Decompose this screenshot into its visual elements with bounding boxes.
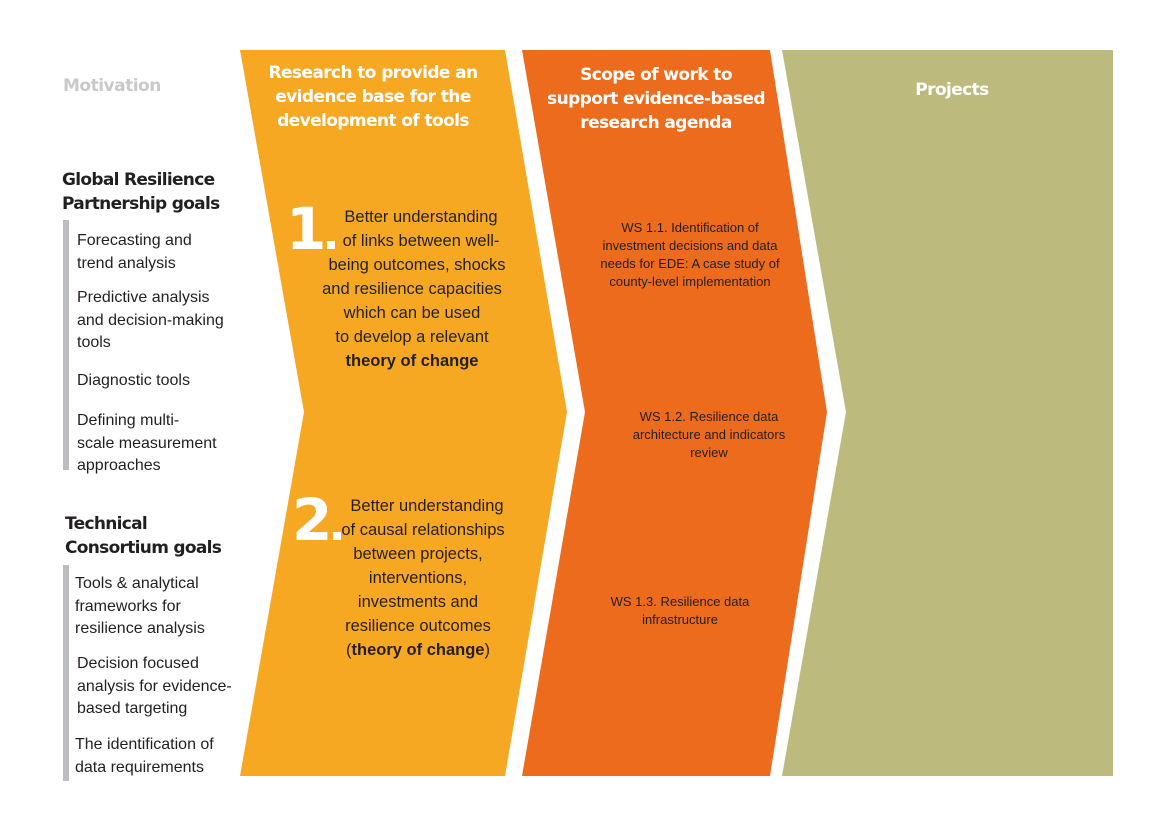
tc-goal-item: The identification of data requirements bbox=[75, 734, 214, 779]
point-line: of causal relationships bbox=[341, 521, 505, 539]
tc-goal-line: Tools & analytical bbox=[75, 575, 199, 592]
research-title-line: evidence base for the bbox=[275, 87, 471, 107]
gr-goal-item: Forecasting and trend analysis bbox=[77, 230, 192, 275]
paren-close: ) bbox=[484, 641, 490, 659]
scope-title-line: support evidence-based bbox=[547, 89, 765, 109]
tc-goal-line: frameworks for bbox=[75, 597, 181, 615]
tc-goals-title-line: Technical bbox=[65, 514, 148, 534]
point-number-1: 1 bbox=[286, 200, 336, 258]
point-line: interventions, bbox=[368, 569, 468, 587]
point-line-bold: theory of change bbox=[300, 349, 524, 373]
tc-goal-item: Tools & analytical frameworks for resili… bbox=[75, 573, 205, 641]
theory-of-change-bold: theory of change bbox=[345, 352, 479, 370]
paren-open: ( bbox=[346, 641, 352, 659]
scope-title-line: research agenda bbox=[580, 113, 732, 133]
gr-goal-line: tools bbox=[77, 334, 111, 351]
point-line: to develop a relevant bbox=[335, 328, 489, 346]
ws-line: WS 1.2. Resilience data bbox=[639, 409, 779, 424]
gr-goal-item: Defining multi- scale measurement approa… bbox=[77, 410, 217, 478]
research-title-line: development of tools bbox=[277, 111, 469, 131]
point-line: Better understanding bbox=[344, 208, 498, 226]
ws-line: needs for EDE: A case study of bbox=[600, 256, 780, 271]
point-number-digit: 1 bbox=[286, 195, 327, 263]
gr-goal-line: Diagnostic tools bbox=[77, 372, 190, 389]
gr-goals-title: Global Resilience Partnership goals bbox=[62, 168, 220, 216]
gr-goal-line: approaches bbox=[77, 457, 161, 474]
ws-line: investment decisions and data bbox=[602, 238, 778, 253]
tc-goals-title-line: Consortium goals bbox=[65, 538, 222, 558]
point-line-bold: (theory of change) bbox=[306, 638, 530, 662]
work-stream-1: WS 1.1. Identification of investment dec… bbox=[580, 219, 800, 291]
point-line: and resilience capacities bbox=[322, 280, 502, 298]
scope-chevron bbox=[522, 50, 827, 776]
gr-goal-line: and decision-making bbox=[77, 311, 224, 329]
gr-goal-line: Predictive analysis bbox=[77, 289, 210, 306]
gr-goals-title-line: Global Resilience bbox=[62, 170, 215, 190]
ws-line: review bbox=[690, 445, 728, 460]
point-line: investments and bbox=[357, 593, 479, 611]
gr-goal-item: Diagnostic tools bbox=[77, 370, 190, 393]
point-line: resilience outcomes bbox=[345, 617, 491, 635]
tc-goal-line: data requirements bbox=[75, 758, 204, 776]
work-stream-2: WS 1.2. Resilience data architecture and… bbox=[599, 408, 819, 462]
research-chevron bbox=[240, 50, 567, 776]
point-line: of links between well- bbox=[342, 232, 500, 250]
point-line: which can be used bbox=[343, 304, 481, 322]
ws-line: architecture and indicators bbox=[632, 427, 786, 442]
gr-goals-bar bbox=[63, 220, 69, 470]
scope-title: Scope of work to support evidence-based … bbox=[542, 63, 770, 135]
point-number-digit: 2 bbox=[292, 486, 333, 554]
gr-goal-line: Forecasting and bbox=[77, 232, 192, 249]
tc-goal-line: analysis for evidence- bbox=[77, 677, 232, 695]
point-number-dot bbox=[333, 532, 342, 540]
gr-goal-item: Predictive analysis and decision-making … bbox=[77, 287, 224, 355]
theory-of-change-bold: theory of change bbox=[351, 641, 485, 659]
projects-chevron bbox=[782, 50, 1113, 776]
ws-line: county-level implementation bbox=[609, 274, 771, 289]
research-point-2: Better understanding of causal relations… bbox=[306, 494, 530, 662]
tc-goal-line: resilience analysis bbox=[75, 620, 205, 637]
work-stream-3: WS 1.3. Resilience data infrastructure bbox=[570, 593, 790, 629]
ws-line: WS 1.3. Resilience data bbox=[610, 594, 750, 609]
motivation-label: Motivation bbox=[63, 76, 161, 96]
tc-goal-item: Decision focused analysis for evidence- … bbox=[77, 653, 232, 721]
point-line: Better understanding bbox=[350, 497, 504, 515]
ws-line: WS 1.1. Identification of bbox=[621, 220, 759, 235]
scope-title-line: Scope of work to bbox=[580, 65, 732, 85]
point-number-dot bbox=[327, 241, 336, 249]
gr-goals-title-line: Partnership goals bbox=[62, 194, 220, 214]
point-line: between projects, bbox=[353, 545, 483, 563]
gr-goal-line: Defining multi- bbox=[77, 412, 180, 429]
gr-goal-line: scale measurement bbox=[77, 434, 217, 452]
tc-goals-title: Technical Consortium goals bbox=[65, 512, 222, 560]
tc-goal-line: based targeting bbox=[77, 700, 188, 717]
point-number-2: 2 bbox=[292, 491, 342, 549]
tc-goal-line: Decision focused bbox=[77, 655, 199, 672]
tc-goal-line: The identification of bbox=[75, 736, 214, 753]
research-point-1: Better understanding of links between we… bbox=[300, 205, 524, 373]
projects-title: Projects bbox=[915, 80, 989, 100]
gr-goal-line: trend analysis bbox=[77, 254, 176, 272]
research-title: Research to provide an evidence base for… bbox=[262, 61, 484, 133]
research-title-line: Research to provide an bbox=[268, 63, 478, 83]
tc-goals-bar bbox=[63, 565, 69, 781]
ws-line: infrastructure bbox=[642, 612, 718, 627]
point-line: being outcomes, shocks bbox=[328, 256, 506, 274]
